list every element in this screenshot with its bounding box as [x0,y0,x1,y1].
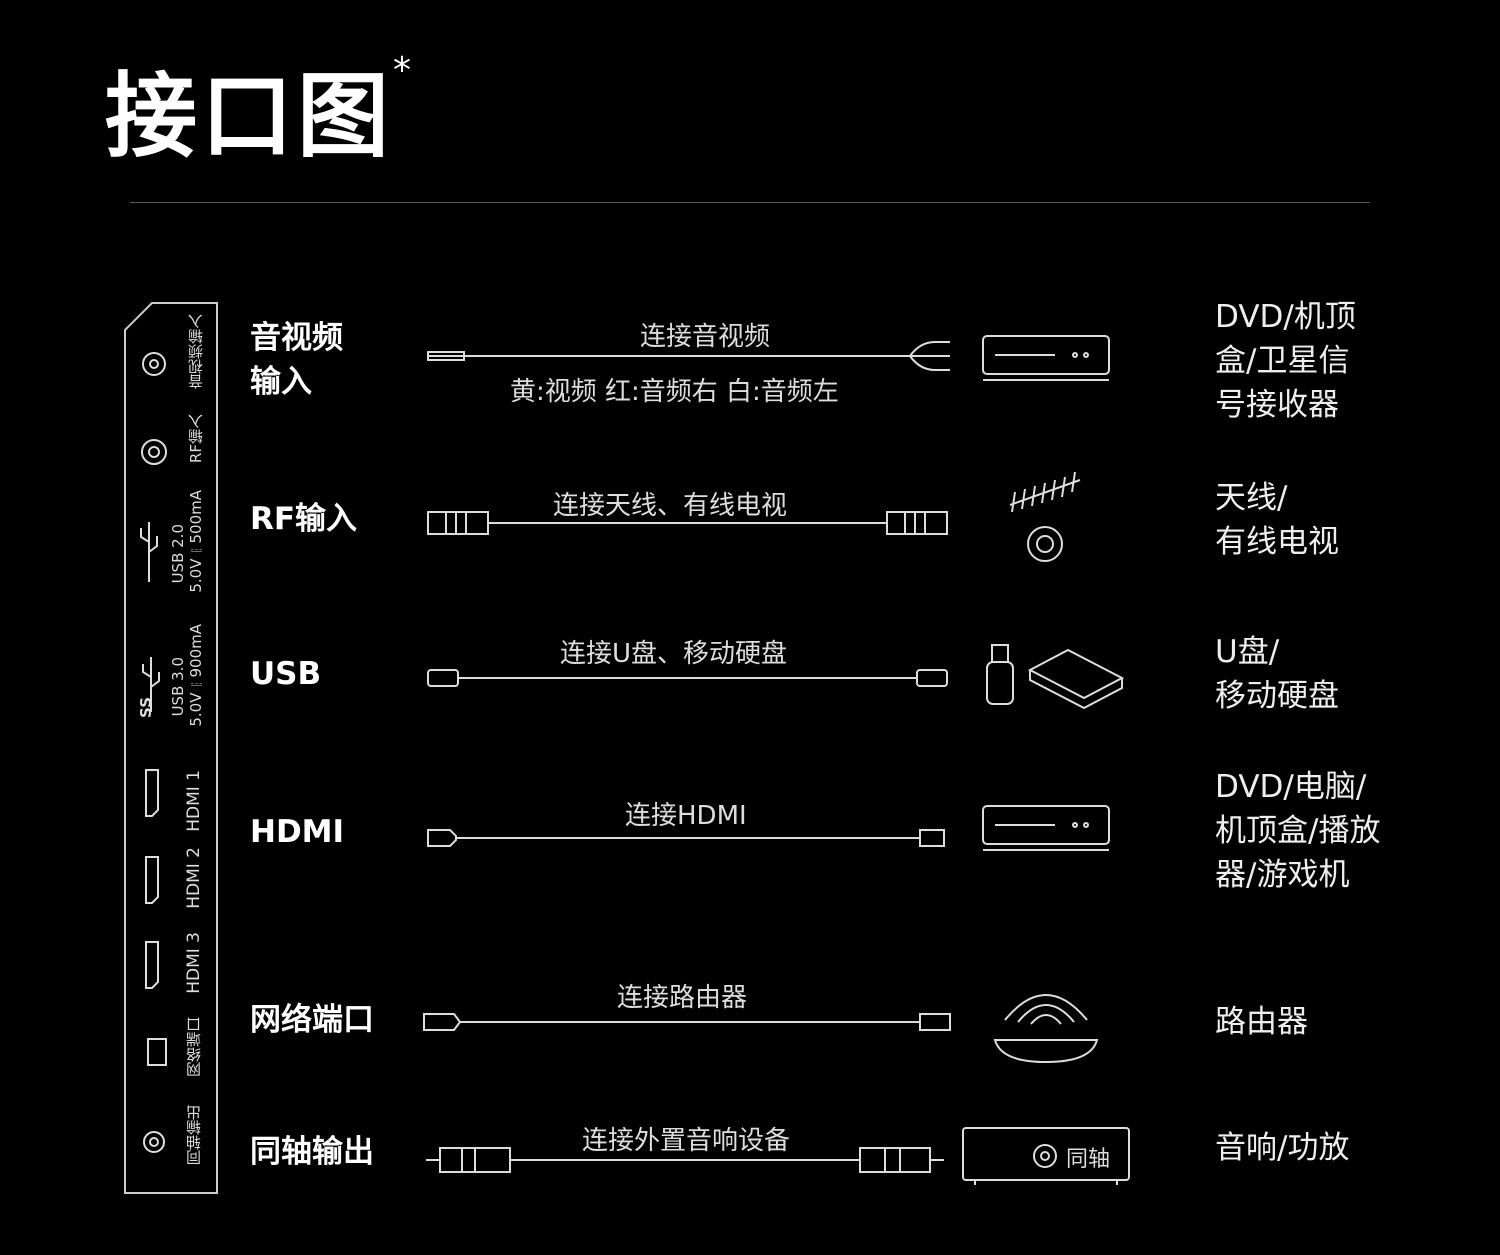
device-label-rf: 天线/ 有线电视 [1215,480,1339,560]
tv-rear-panel: 音视频输入 RF输入 USB 2.0 5.0V⎓500mA SS USB 3.0… [124,302,218,1194]
device-label-av: DVD/机顶 盒/卫星信 号接收器 [1215,299,1356,423]
dvd-box-icon [982,335,1110,381]
hdmi2-icon [145,856,159,904]
usb2-icon [140,522,158,582]
panel-outline [124,302,218,1194]
device-label-hdmi: DVD/电脑/ 机顶盒/播放 器/游戏机 [1215,769,1381,893]
footnote-mark: * [393,50,416,91]
port-label-usb: USB [250,656,322,692]
divider [130,202,1370,203]
hard-disk-icon [1027,648,1125,710]
lan-icon [147,1038,167,1066]
usb-cable [427,669,948,687]
usb-drive-icon [986,644,1014,705]
coax-cable [426,1147,944,1173]
antenna-icon [1009,471,1081,562]
device-label-usb: U盘/ 移动硬盘 [1215,634,1339,714]
usb3-icon [142,657,160,712]
hdmi1-icon [145,769,159,817]
rf-jack-icon [141,439,167,465]
hdmi-cable [427,829,945,847]
cable-label-rf: 连接天线、有线电视 [553,491,788,521]
cable-note-av: 黄:视频 红:音频右 白:音频左 [510,377,839,407]
lan-cable [423,1013,951,1031]
port-label-av: 音视频 输入 [250,320,343,400]
port-label-rf: RF输入 [250,501,358,537]
cable-label-lan: 连接路由器 [617,983,748,1013]
cable-label-usb: 连接U盘、移动硬盘 [560,639,788,669]
av-cable [427,341,950,371]
port-label-hdmi: HDMI [250,814,345,850]
port-label-coax: 同轴输出 [250,1134,374,1170]
coax-jack-icon [143,1131,165,1153]
cable-label-coax: 连接外置音响设备 [582,1126,791,1156]
device-label-coax: 音响/功放 [1215,1130,1350,1166]
av-jack-icon [142,352,166,376]
page-title: 接口图* [105,42,415,175]
hdmi3-icon [145,941,159,989]
cable-label-hdmi: 连接HDMI [625,801,747,831]
hdmi-device-icon [982,805,1110,851]
speaker-amp-icon [962,1127,1130,1185]
rf-cable [427,511,948,535]
router-icon [993,994,1099,1064]
title-text: 接口图 [105,63,394,170]
port-label-lan: 网络端口 [250,1002,374,1038]
coax-badge-label: 同轴 [1066,1147,1111,1172]
cable-label-av: 连接音视频 [640,322,771,352]
device-label-lan: 路由器 [1215,1004,1308,1040]
